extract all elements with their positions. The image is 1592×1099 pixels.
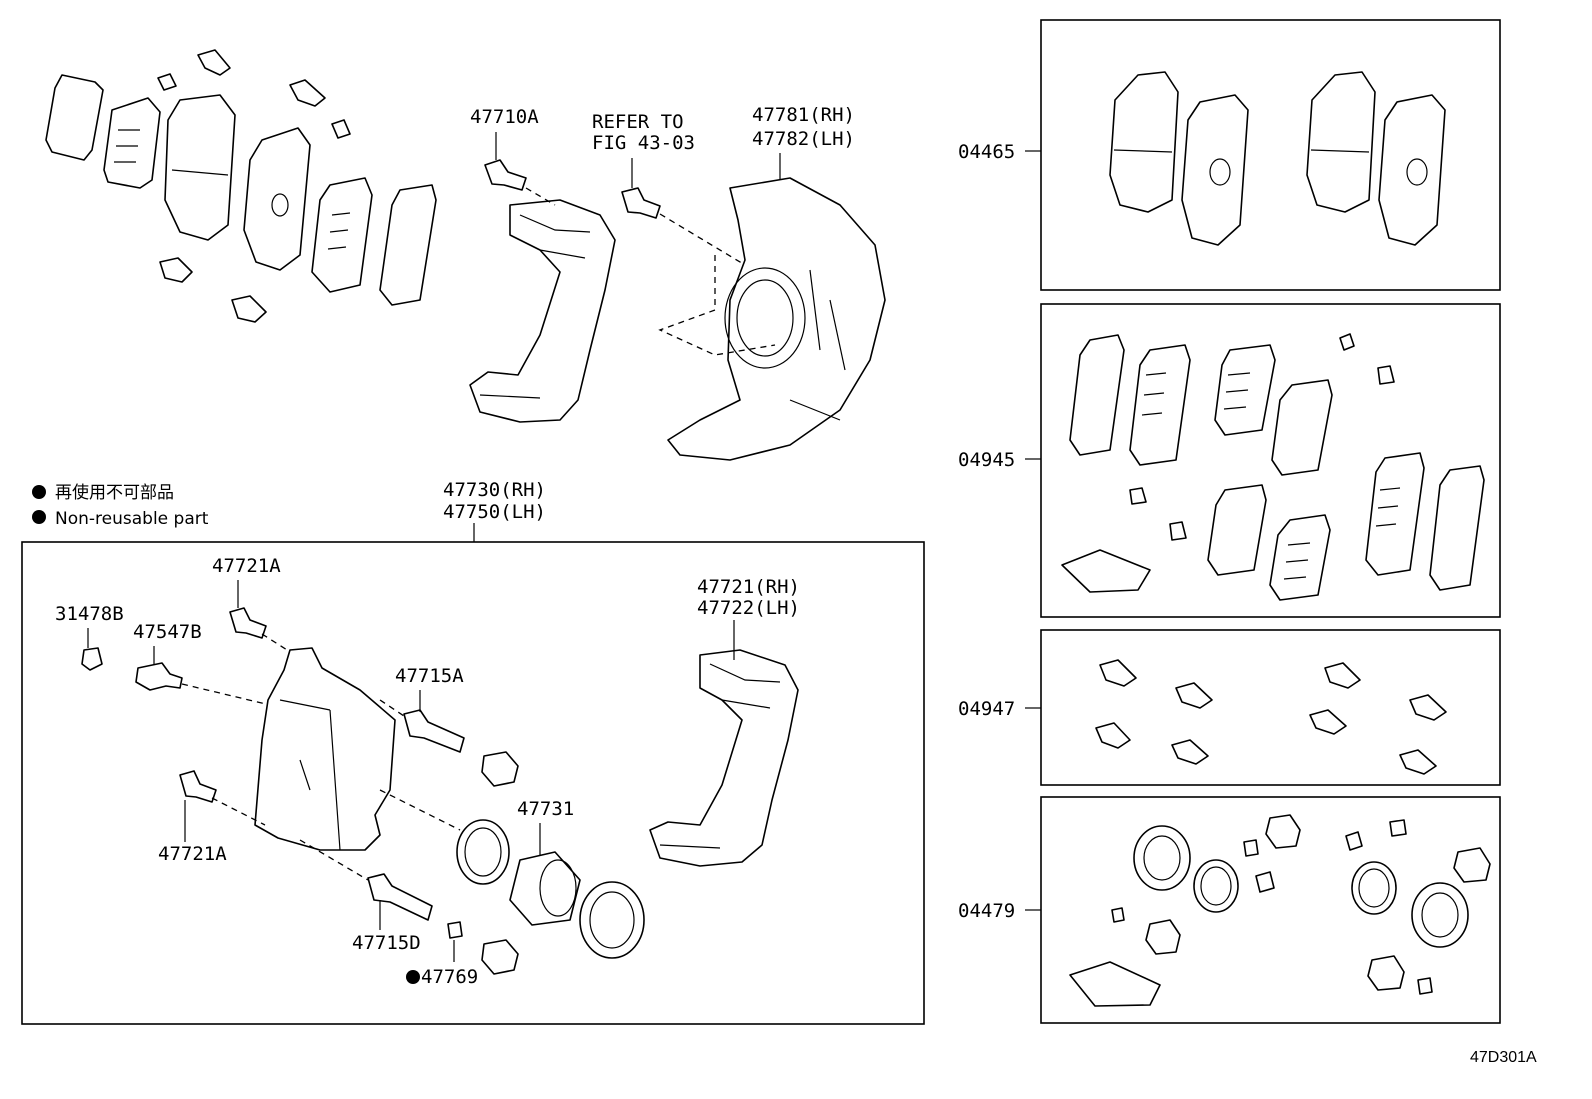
label-31478b: 31478B [55, 603, 124, 625]
cylinder-boot [579, 881, 645, 959]
piston [509, 851, 581, 926]
label-47721a-upper: 47721A [212, 555, 281, 577]
kit-04947-clips [1095, 659, 1447, 775]
caliper-mounting-bracket-lower [649, 620, 799, 867]
caliper-bolt-upper [229, 607, 351, 691]
kit-box-04945 [1040, 303, 1501, 618]
legend-dot-en [32, 510, 46, 524]
label-47730-rh: 47730(RH) [443, 479, 546, 501]
label-47715d: 47715D [352, 932, 421, 954]
slide-pin-d [299, 839, 433, 921]
kit-04479-seals [1069, 814, 1491, 1007]
refer-bolt [621, 187, 746, 266]
label-47710a: 47710A [470, 106, 539, 128]
kit-04945-shims [1061, 333, 1485, 601]
label-47547b: 47547B [133, 621, 202, 643]
label-refer-line1: REFER TO [592, 111, 684, 133]
label-47721a-lower: 47721A [158, 843, 227, 865]
bleeder-cap [81, 647, 103, 671]
label-47781-rh: 47781(RH) [752, 104, 855, 126]
label-kit-04947: 04947 [958, 698, 1015, 720]
label-47715a: 47715A [395, 665, 464, 687]
label-47782-lh: 47782(LH) [752, 128, 855, 150]
label-kit-04479: 04479 [958, 900, 1015, 922]
label-47731: 47731 [517, 798, 574, 820]
figure-id: 47D301A [1470, 1049, 1537, 1066]
disc-brake-dust-cover [658, 177, 886, 461]
label-kit-04465: 04465 [958, 141, 1015, 163]
label-47750-lh: 47750(LH) [443, 501, 546, 523]
caliper-assembly-box [21, 541, 925, 1025]
legend-text-en: Non-reusable part [55, 509, 209, 529]
slide-pin-boot-lower [481, 939, 519, 975]
legend-dot-jp [32, 485, 46, 499]
non-reusable-dot-47769 [406, 970, 420, 984]
label-47722-lh: 47722(LH) [697, 597, 800, 619]
slide-pin-a [379, 699, 465, 753]
bleeder-plug [135, 662, 271, 706]
label-refer-line2: FIG 43-03 [592, 132, 695, 154]
caliper-mounting-bracket-upper [469, 199, 616, 423]
caliper-bolt-lower [179, 770, 266, 826]
slide-pin-boot-upper [481, 751, 519, 787]
label-47721-rh: 47721(RH) [697, 576, 800, 598]
label-47769: 47769 [421, 966, 478, 988]
kit-04465-pads [1109, 71, 1446, 246]
gasket-47769 [447, 921, 463, 939]
caliper-cylinder [254, 647, 396, 851]
pad-set-exploded [45, 49, 437, 323]
label-kit-04945: 04945 [958, 449, 1015, 471]
bracket-bolt-47710a [484, 159, 556, 206]
legend-text-jp: 再使用不可部品 [55, 482, 174, 503]
kit-box-04465 [1040, 19, 1501, 291]
cylinder-seal [379, 789, 510, 885]
